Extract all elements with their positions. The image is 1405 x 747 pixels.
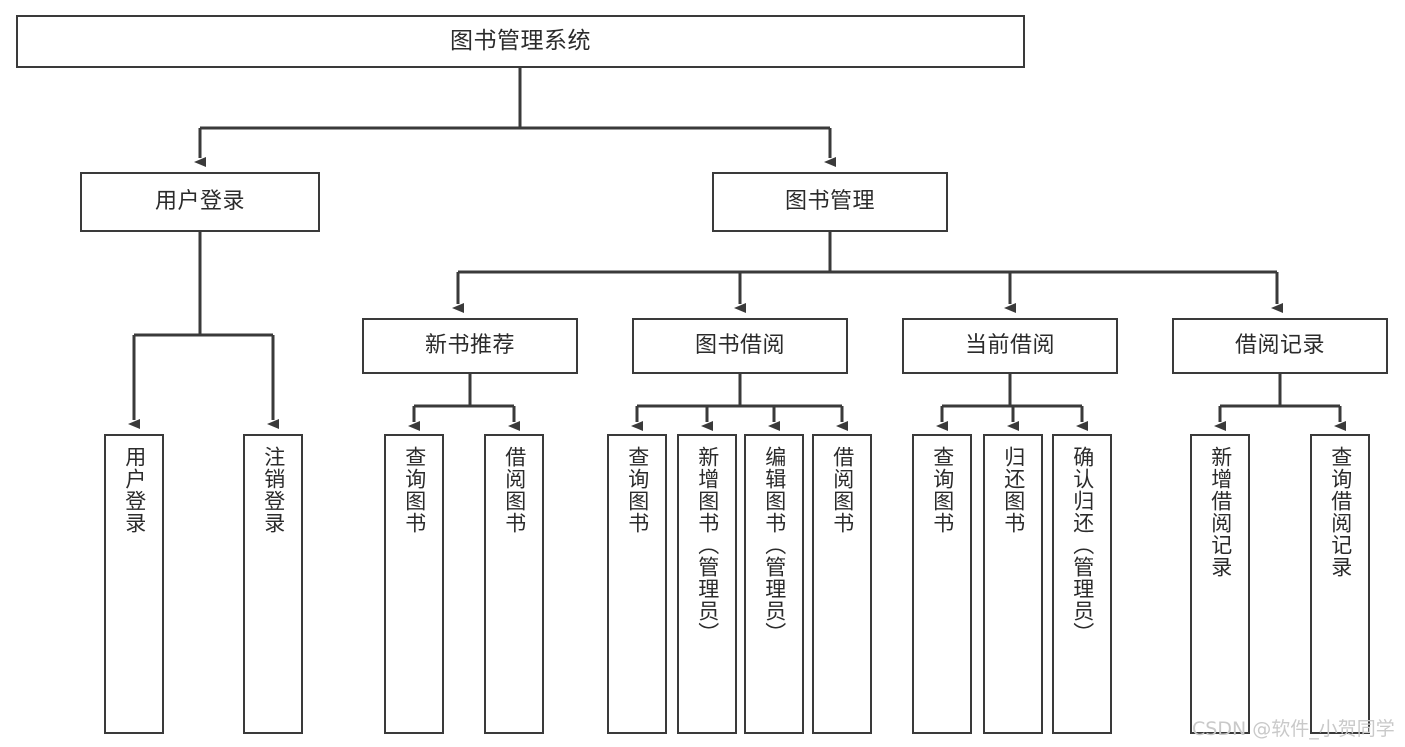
leaf-confirm-return-admin[interactable]: 确认归还（管理员）: [1052, 434, 1112, 734]
node-label: 查询图书: [930, 446, 955, 534]
node-label: 图书管理系统: [450, 28, 591, 55]
node-user-login[interactable]: 用户登录: [80, 172, 320, 232]
node-book-borrow[interactable]: 图书借阅: [632, 318, 848, 374]
leaf-query-borrow-record[interactable]: 查询借阅记录: [1310, 434, 1370, 734]
node-label: 图书管理: [784, 189, 875, 215]
node-borrow-record[interactable]: 借阅记录: [1172, 318, 1388, 374]
node-label: 借阅图书: [502, 446, 527, 534]
node-current-borrow[interactable]: 当前借阅: [902, 318, 1118, 374]
node-label: 查询图书: [402, 446, 427, 534]
node-label: 查询借阅记录: [1328, 446, 1353, 578]
node-label: 借阅记录: [1234, 333, 1325, 359]
leaf-borrow-book[interactable]: 借阅图书: [812, 434, 872, 734]
node-book-management[interactable]: 图书管理: [712, 172, 948, 232]
node-label: 注销登录: [261, 446, 286, 534]
node-label: 用户登录: [122, 446, 147, 534]
leaf-edit-book-admin[interactable]: 编辑图书（管理员）: [744, 434, 804, 734]
node-label: 新增图书（管理员）: [695, 446, 720, 644]
node-label: 用户登录: [154, 189, 245, 215]
node-label: 编辑图书（管理员）: [762, 446, 787, 644]
leaf-query-book-borrow[interactable]: 查询图书: [607, 434, 667, 734]
node-label: 图书借阅: [694, 333, 785, 359]
node-label: 新增借阅记录: [1208, 446, 1233, 578]
node-book-management-system[interactable]: 图书管理系统: [16, 15, 1025, 68]
csdn-watermark: CSDN @软件_小贺同学: [1192, 718, 1395, 740]
node-label: 新书推荐: [424, 333, 515, 359]
node-new-book-recommend[interactable]: 新书推荐: [362, 318, 578, 374]
node-label: 归还图书: [1001, 446, 1026, 534]
node-label: 借阅图书: [830, 446, 855, 534]
leaf-borrow-book-recommend[interactable]: 借阅图书: [484, 434, 544, 734]
leaf-logout-login[interactable]: 注销登录: [243, 434, 303, 734]
leaf-return-book[interactable]: 归还图书: [983, 434, 1043, 734]
leaf-query-book-recommend[interactable]: 查询图书: [384, 434, 444, 734]
leaf-add-borrow-record[interactable]: 新增借阅记录: [1190, 434, 1250, 734]
node-label: 查询图书: [625, 446, 650, 534]
leaf-query-book-current[interactable]: 查询图书: [912, 434, 972, 734]
leaf-user-login[interactable]: 用户登录: [104, 434, 164, 734]
leaf-add-book-admin[interactable]: 新增图书（管理员）: [677, 434, 737, 734]
node-label: 当前借阅: [964, 333, 1055, 359]
node-label: 确认归还（管理员）: [1070, 446, 1095, 644]
